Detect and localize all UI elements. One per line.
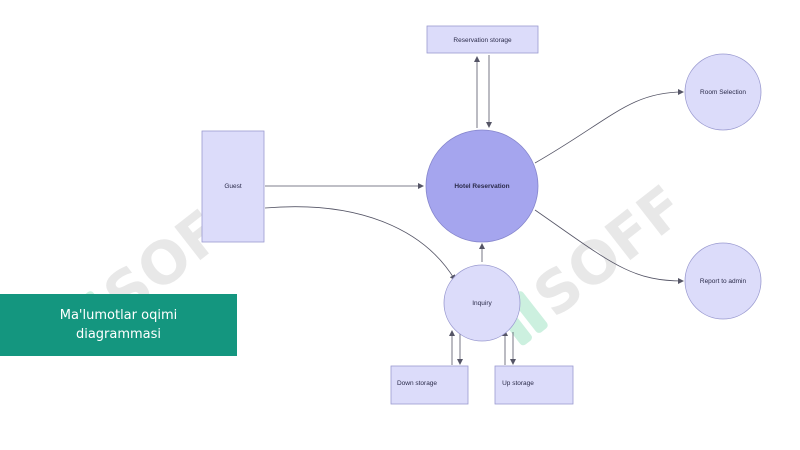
node-room-selection: Room Selection	[684, 53, 762, 131]
edge-hotel-to-report	[534, 209, 684, 284]
node-inquiry: Inquiry	[443, 264, 521, 342]
node-up-storage: Up storage	[494, 365, 574, 405]
node-label-down-storage: Down storage	[397, 380, 437, 387]
title-banner: Ma'lumotlar oqimi diagrammasi	[0, 294, 237, 356]
node-label-report-to-admin: Report to admin	[700, 278, 747, 285]
node-label-hotel-reservation: Hotel Reservation	[454, 183, 509, 190]
node-hotel-reservation: Hotel Reservation	[425, 129, 539, 243]
watermark-text-right: SOFF	[521, 172, 697, 330]
node-guest: Guest	[201, 130, 265, 243]
node-label-room-selection: Room Selection	[700, 89, 746, 96]
node-label-up-storage: Up storage	[502, 380, 534, 387]
edge-hotel-to-room-selection	[534, 89, 684, 164]
node-report-to-admin: Report to admin	[684, 242, 762, 320]
node-label-guest: Guest	[224, 183, 242, 190]
edge-guest-to-inquiry	[264, 206, 456, 281]
node-label-inquiry: Inquiry	[472, 300, 492, 307]
edges	[264, 55, 684, 365]
node-label-reservation-storage: Reservation storage	[453, 37, 512, 44]
node-reservation-storage: Reservation storage	[426, 25, 539, 54]
node-down-storage: Down storage	[390, 365, 469, 405]
banner-title: Ma'lumotlar oqimi diagrammasi	[59, 308, 178, 342]
